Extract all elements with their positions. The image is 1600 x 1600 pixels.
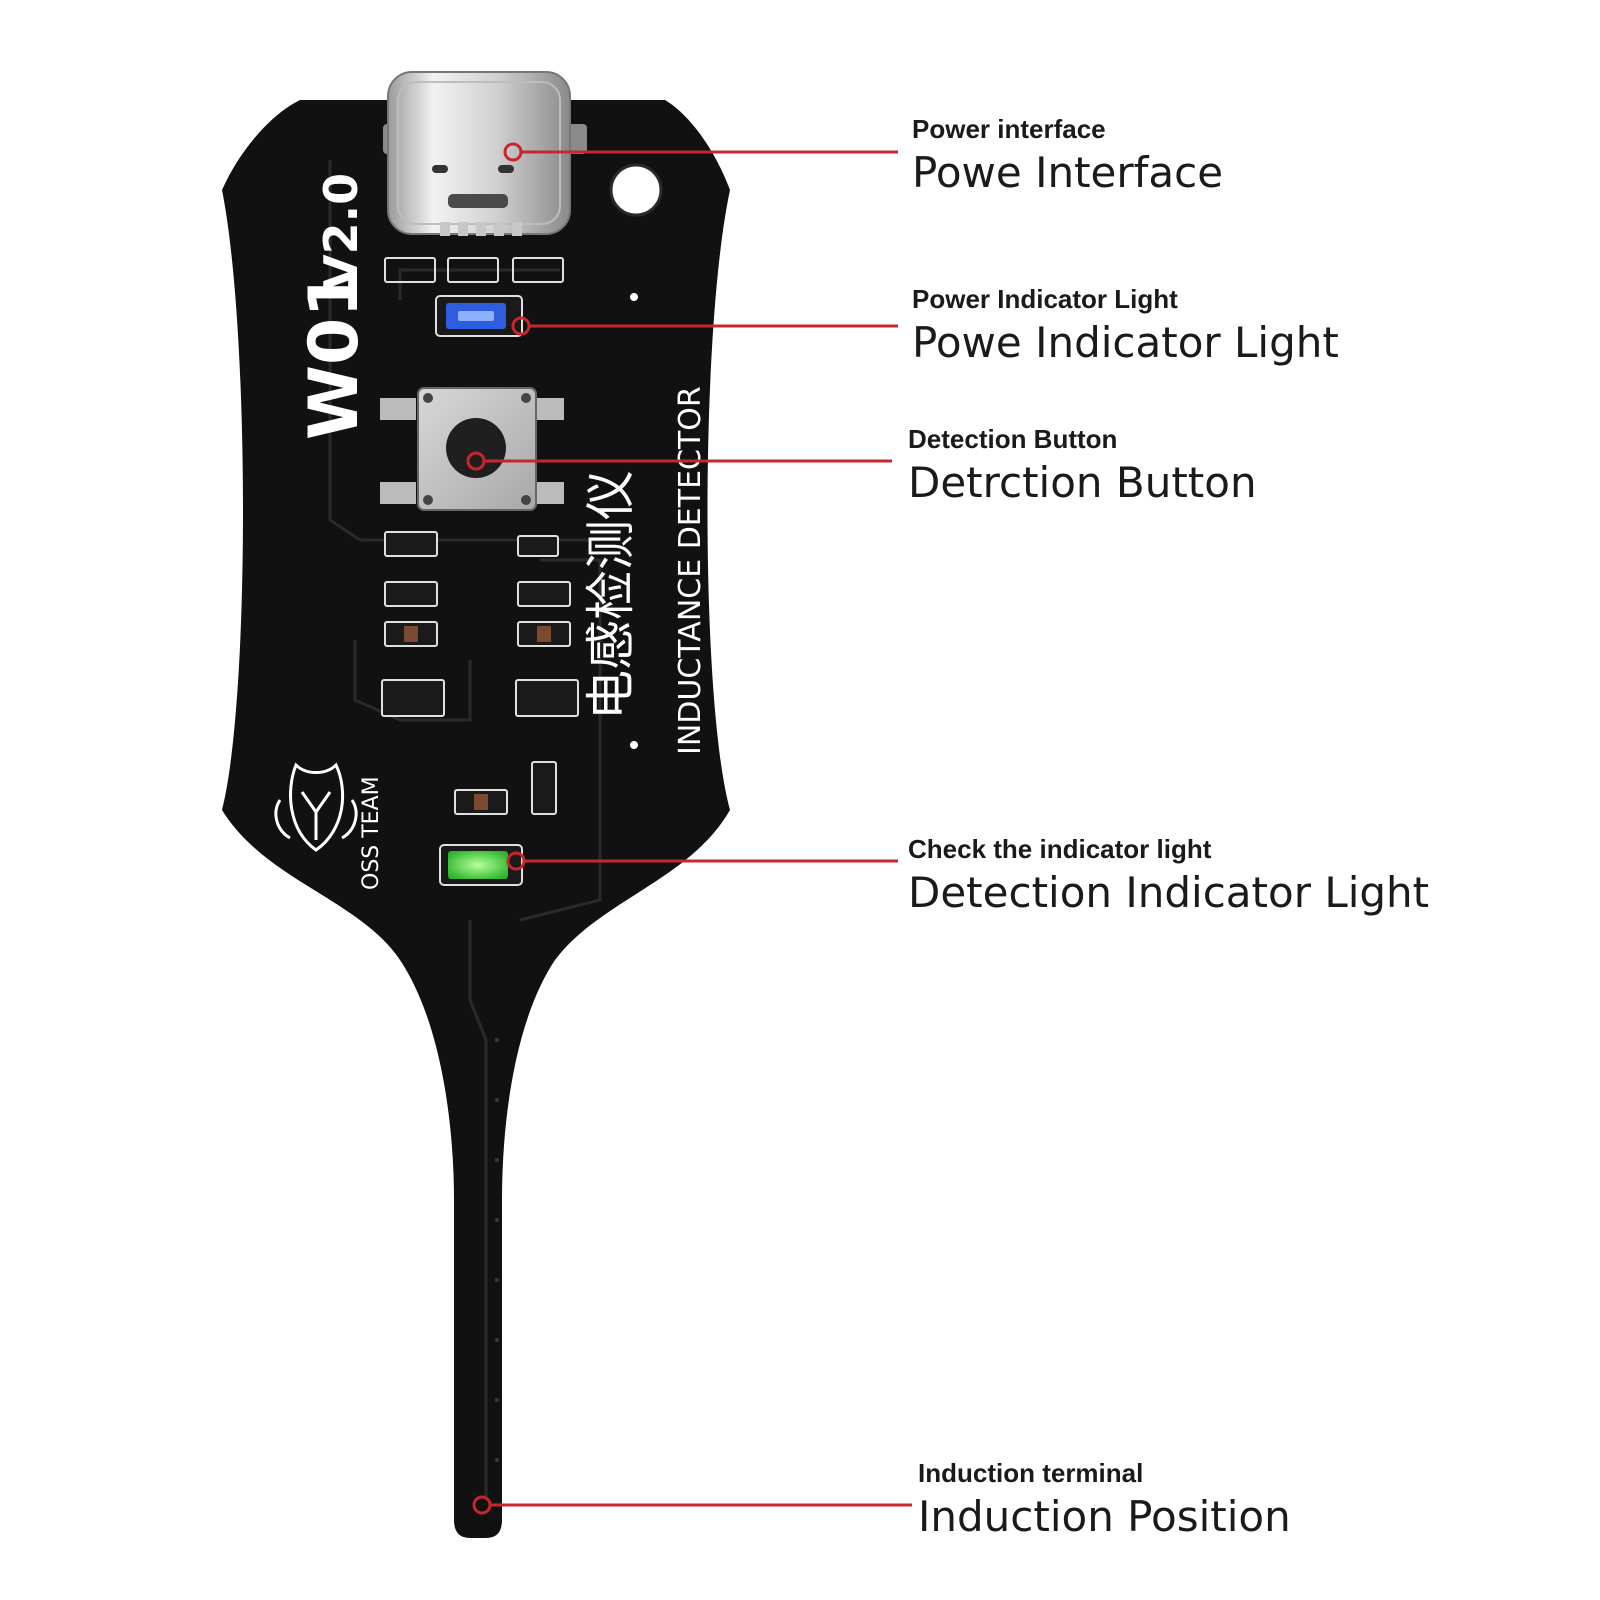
callout-title: Induction terminal [918,1458,1144,1488]
smd-components-top [384,257,564,283]
board-team: OSS TEAM [359,776,384,890]
dot-marker [630,293,638,301]
check-indicator-led [439,844,523,886]
pcb-traces [328,160,602,1500]
probe-vias [495,1038,499,1462]
dot-marker [630,741,638,749]
callout-detection-button: Detection Button Detrction Button [908,424,1257,510]
callout-power-indicator: Power Indicator Light Powe Indicator Lig… [912,284,1339,370]
callout-title: Detection Button [908,424,1118,454]
leader-detection-button [466,451,892,471]
callout-title: Power Indicator Light [912,284,1178,314]
callout-check-indicator: Check the indicator light Detection Indi… [908,834,1429,920]
callout-subtitle: Powe Interface [912,148,1224,198]
detection-button-part [380,387,564,511]
oss-team-logo [274,762,358,852]
callout-title: Check the indicator light [908,834,1212,864]
board-chinese-name: 电感检测仪 [582,470,640,720]
board-version: V2.0 [314,173,368,290]
callout-subtitle: Detection Indicator Light [908,868,1430,918]
mounting-hole [609,163,663,217]
callout-subtitle: Induction Position [918,1492,1291,1542]
callout-title: Power interface [912,114,1106,144]
callout-subtitle: Detrction Button [908,458,1257,508]
leader-power-indicator [511,316,898,336]
leader-induction-terminal [472,1495,912,1515]
board-model: W01 [295,270,374,440]
smd-pads [404,626,551,810]
callout-subtitle: Powe Indicator Light [912,318,1339,368]
callout-induction-terminal: Induction terminal Induction Position [918,1458,1291,1544]
leader-power-interface [503,142,898,162]
usb-c-port [383,71,587,236]
power-indicator-led [435,295,523,337]
callout-power-interface: Power interface Powe Interface [912,114,1223,200]
leader-check-indicator [506,851,898,871]
smd-components [381,531,579,815]
board-english-name: INDUCTANCE DETECTOR [673,386,708,755]
